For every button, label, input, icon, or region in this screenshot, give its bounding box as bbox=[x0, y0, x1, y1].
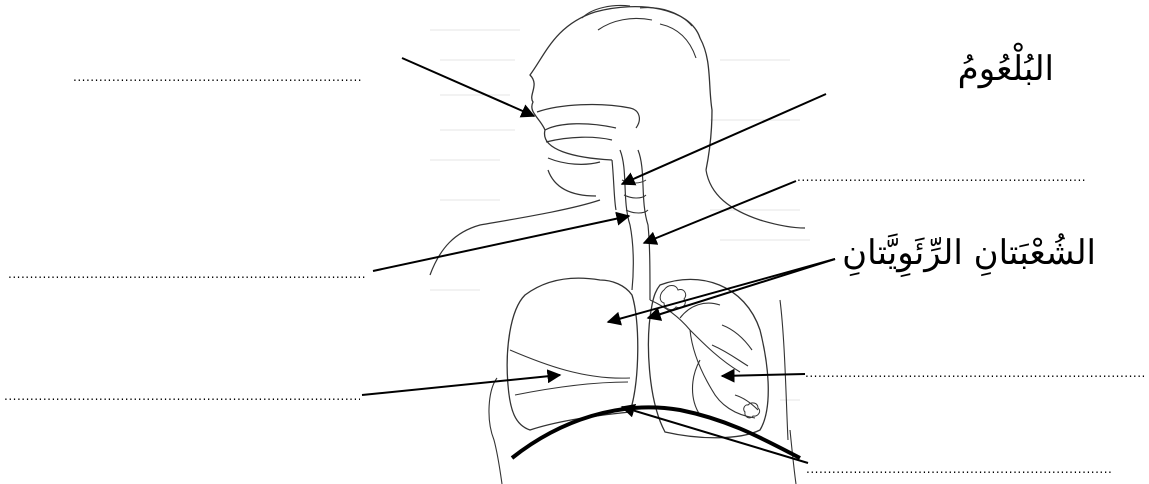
alveoli-cluster bbox=[660, 286, 759, 418]
blank-lung: ........................................… bbox=[4, 390, 360, 402]
hair-outline bbox=[582, 6, 696, 59]
arrow-trachea bbox=[644, 181, 796, 243]
shoulder-outline bbox=[430, 170, 805, 275]
blank-trachea: ........................................… bbox=[797, 171, 1087, 183]
blank-larynx: ........................................… bbox=[8, 268, 366, 280]
lung-fissure bbox=[510, 350, 630, 395]
background-hatching bbox=[430, 30, 810, 400]
bronchial-tree bbox=[650, 300, 758, 418]
mouth-outline bbox=[545, 124, 616, 165]
blank-diaphragm: ........................................… bbox=[806, 463, 1111, 475]
label-pharynx: البُلْعُومُ bbox=[904, 52, 1054, 86]
arrow-alveoli bbox=[722, 374, 805, 376]
blank-nose: ........................................… bbox=[73, 71, 361, 83]
arrow-nose bbox=[402, 58, 534, 116]
head-outline bbox=[530, 7, 712, 170]
arrow-diaphragm bbox=[622, 407, 808, 463]
arrow-pharynx bbox=[622, 94, 826, 184]
arrow-bronchi-right bbox=[608, 259, 835, 322]
arrow-bronchi-left bbox=[648, 259, 835, 318]
blank-alveoli: ........................................… bbox=[805, 367, 1145, 379]
right-lung-outline bbox=[507, 278, 638, 430]
label-bronchi: الشُعْبَتانِ الرِّئَوِيَّتانِ bbox=[836, 236, 1096, 270]
arrows bbox=[362, 58, 835, 463]
torso-left bbox=[489, 378, 502, 484]
arrow-larynx bbox=[373, 216, 629, 271]
trachea-outline bbox=[620, 150, 650, 300]
chin-neck bbox=[548, 160, 616, 210]
